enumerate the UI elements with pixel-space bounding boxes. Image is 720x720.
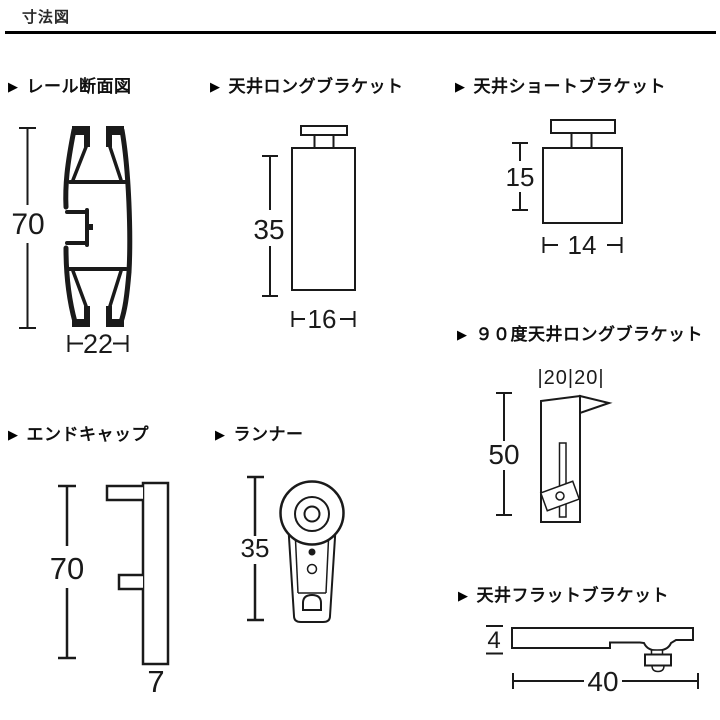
triangle-bullet-icon: ▶ [8, 80, 19, 95]
triangle-bullet-icon: ▶ [455, 80, 466, 95]
rail-height-dimension [19, 127, 36, 329]
header-divider [5, 31, 716, 34]
rail-profile [63, 126, 133, 327]
flat-bracket-height-value: 4 [487, 627, 500, 654]
heading-90deg-bracket-label: ９０度天井ロングブラケット [475, 325, 703, 345]
triangle-bullet-icon: ▶ [457, 328, 468, 343]
flat-bracket-height-dimension [486, 625, 503, 655]
end-cap-height-dimension [58, 484, 76, 660]
short-bracket-shape [542, 119, 623, 224]
page-title: 寸法図 [22, 8, 71, 26]
ceiling-flat-bracket-diagram: 4 40 [486, 625, 699, 697]
heading-end-cap: ▶ エンドキャップ [8, 427, 149, 444]
runner-height-dimension [247, 475, 264, 622]
heading-rail: ▶ レール断面図 [8, 79, 132, 96]
runner-diagram: 35 [241, 475, 345, 623]
long-bracket-height-dimension [262, 155, 278, 297]
flat-bracket-shape [511, 627, 694, 673]
ceiling-short-bracket-diagram: 15 14 [506, 119, 623, 260]
flat-bracket-width-value: 40 [587, 666, 618, 697]
heading-90deg-bracket: ▶ ９０度天井ロングブラケット [457, 327, 703, 344]
runner-shape [279, 480, 345, 623]
heading-ceiling-flat-bracket-label: 天井フラットブラケット [476, 586, 669, 606]
triangle-bullet-icon: ▶ [210, 80, 221, 95]
long-bracket-width-value: 16 [308, 304, 337, 334]
end-cap-height-value: 70 [50, 551, 84, 586]
ceiling-long-bracket-diagram: 35 16 [253, 125, 356, 334]
long-bracket-width-dimension [291, 311, 356, 327]
triangle-bullet-icon: ▶ [458, 589, 469, 604]
short-bracket-height-dimension [512, 142, 528, 211]
rail-width-value: 22 [83, 329, 113, 359]
heading-runner: ▶ ランナー [215, 427, 304, 444]
90deg-bracket-diagram: |20|20| 50 [488, 367, 613, 523]
heading-ceiling-short-bracket: ▶ 天井ショートブラケット [455, 79, 666, 96]
heading-ceiling-flat-bracket: ▶ 天井フラットブラケット [458, 588, 669, 605]
runner-hook [302, 593, 322, 611]
end-cap-shape [105, 481, 170, 666]
heading-ceiling-long-bracket-label: 天井ロングブラケット [228, 77, 404, 97]
rail-width-dimension [67, 335, 129, 352]
heading-ceiling-short-bracket-label: 天井ショートブラケット [473, 77, 666, 97]
short-bracket-height-value: 15 [506, 162, 535, 192]
heading-ceiling-long-bracket: ▶ 天井ロングブラケット [210, 79, 404, 96]
long-bracket-height-value: 35 [253, 214, 284, 245]
rail-height-value: 70 [11, 208, 44, 241]
triangle-bullet-icon: ▶ [215, 428, 226, 443]
long-bracket-shape [291, 125, 356, 291]
90deg-bracket-height-value: 50 [488, 439, 519, 470]
90deg-bracket-shape [539, 394, 613, 523]
end-cap-width-value: 7 [147, 664, 164, 699]
rail-cross-section-diagram: 70 [11, 126, 133, 359]
90deg-bracket-height-dimension [496, 392, 512, 516]
runner-height-value: 35 [241, 533, 270, 563]
end-cap-diagram: 70 7 [50, 481, 170, 699]
short-bracket-width-value: 14 [568, 230, 597, 260]
heading-end-cap-label: エンドキャップ [26, 425, 149, 445]
short-bracket-width-dimension [542, 237, 623, 253]
90deg-bracket-top-dimension: |20|20| [537, 367, 604, 389]
flat-bracket-width-dimension [512, 673, 699, 689]
heading-rail-label: レール断面図 [26, 77, 132, 97]
heading-runner-label: ランナー [233, 425, 304, 445]
triangle-bullet-icon: ▶ [8, 428, 19, 443]
